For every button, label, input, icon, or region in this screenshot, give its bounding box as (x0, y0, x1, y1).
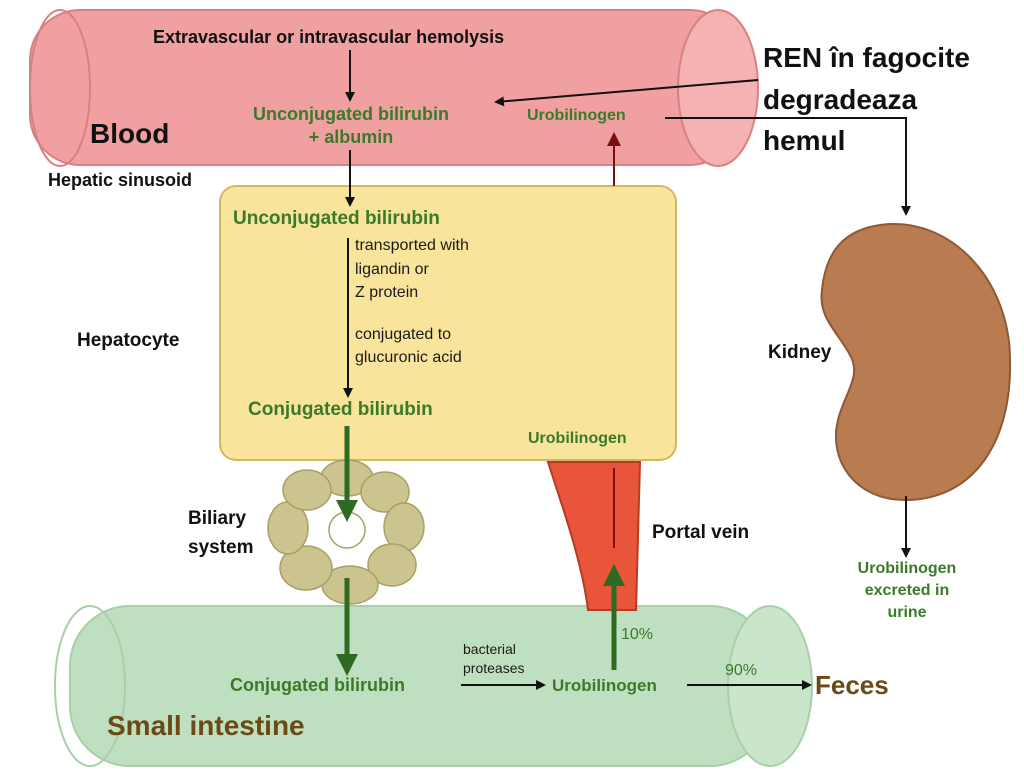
feces-label: Feces (815, 670, 889, 700)
portal-vein (546, 461, 642, 611)
bacterial-label-2: proteases (463, 660, 525, 676)
transport-line-2: ligandin or (355, 261, 429, 278)
conj-intestine-label: Conjugated bilirubin (230, 675, 405, 695)
unconj-hepatocyte-label: Unconjugated bilirubin (233, 208, 440, 229)
hepatocyte-box (219, 185, 677, 461)
kidney-label: Kidney (768, 342, 832, 363)
ren-note-line-3: hemul (763, 125, 846, 156)
urine-label-2: excreted in (864, 582, 950, 599)
green-arrows (336, 426, 625, 676)
urobilinogen-hepatocyte-label: Urobilinogen (528, 430, 627, 447)
small-intestine-label: Small intestine (107, 710, 305, 741)
transport-line-1: transported with (355, 237, 469, 254)
transport-line-3: Z protein (355, 284, 419, 301)
ninety-percent-label: 90% (725, 662, 758, 679)
kidney-shape (820, 222, 1012, 502)
biliary-label-1: Biliary (188, 508, 247, 529)
portal-vein-label: Portal vein (652, 522, 750, 543)
conj-hepatocyte-label: Conjugated bilirubin (248, 399, 433, 420)
ten-percent-label: 10% (621, 626, 654, 643)
conjugation-line-2: glucuronic acid (355, 349, 462, 366)
urine-label-1: Urobilinogen (857, 560, 957, 577)
urine-label-3: urine (887, 604, 927, 621)
bacterial-label-1: bacterial (463, 641, 516, 657)
blood-vessel-tube (29, 9, 759, 167)
urobilinogen-blood-label: Urobilinogen (527, 107, 626, 124)
hepatic-sinusoid-label: Hepatic sinusoid (48, 170, 193, 190)
unconj-albumin-label-1: Unconjugated bilirubin (253, 104, 449, 124)
conjugation-line-1: conjugated to (355, 326, 452, 343)
hepatocyte-label: Hepatocyte (77, 330, 180, 351)
biliary-label-2: system (188, 537, 254, 558)
black-arrows (343, 50, 911, 690)
hemolysis-label: Extravascular or intravascular hemolysis (153, 27, 505, 47)
urobilinogen-intestine-label: Urobilinogen (552, 676, 657, 695)
ren-note-line-2: degradeaza (763, 84, 918, 115)
blood-label: Blood (90, 118, 170, 149)
unconj-albumin-label-2: + albumin (308, 127, 394, 147)
ren-note-line-1: REN în fagocite (763, 42, 970, 73)
